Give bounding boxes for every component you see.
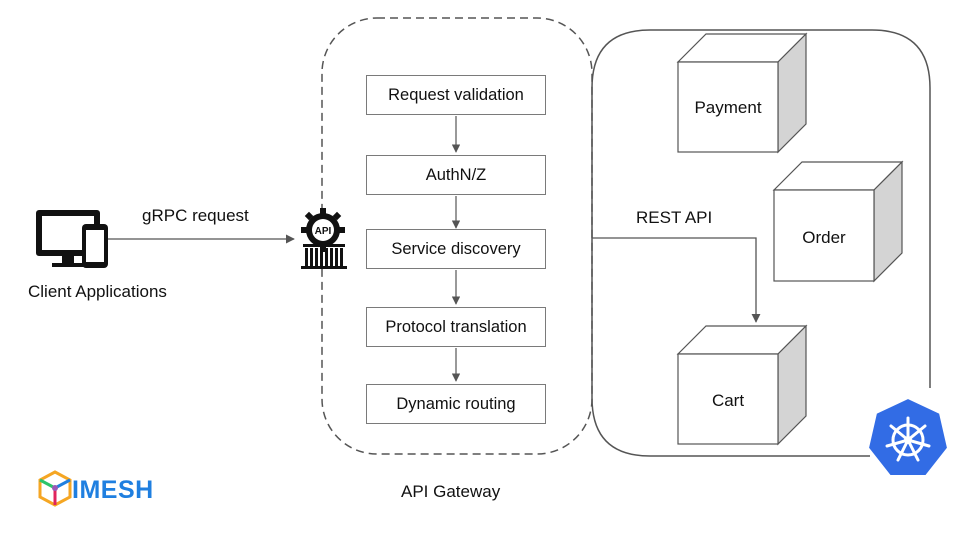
imesh-logo-icon (38, 470, 72, 507)
step-dynamic-routing: Dynamic routing (366, 384, 546, 424)
phone-icon (82, 224, 108, 268)
svg-text:API: API (315, 226, 332, 237)
step-protocol-translation: Protocol translation (366, 307, 546, 347)
cart-cube (676, 324, 808, 446)
cart-label: Cart (711, 391, 745, 410)
step-authnz: AuthN/Z (366, 155, 546, 195)
step-service-discovery: Service discovery (366, 229, 546, 269)
client-applications-label: Client Applications (28, 282, 167, 301)
step-request-validation: Request validation (366, 75, 546, 115)
cluster-boundary (591, 29, 931, 457)
payment-cube (676, 32, 808, 154)
rest-edge (592, 237, 761, 323)
kubernetes-icon (866, 396, 950, 477)
api-gateway-label: API Gateway (401, 482, 501, 501)
payment-label: Payment (694, 98, 762, 117)
order-label: Order (802, 228, 846, 247)
api-gateway-icon: API (301, 208, 347, 269)
order-cube (772, 160, 904, 283)
grpc-request-label: gRPC request (142, 206, 249, 225)
rest-api-label: REST API (636, 208, 713, 227)
imesh-brand-name: IMESH (72, 476, 154, 504)
